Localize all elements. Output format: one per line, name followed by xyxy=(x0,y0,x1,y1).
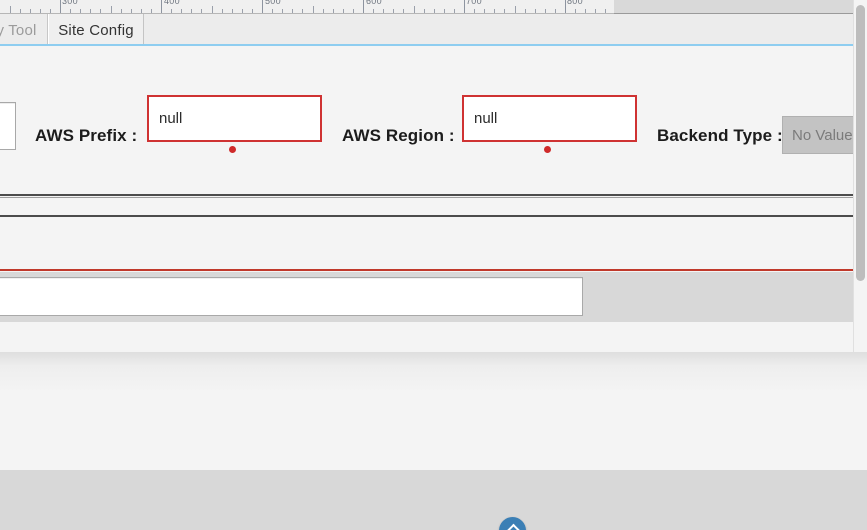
ruler-tick-minor xyxy=(50,9,51,13)
ruler-tick-major xyxy=(262,0,263,13)
ruler-tick-minor xyxy=(323,9,324,13)
vertical-scrollbar-thumb[interactable] xyxy=(856,5,865,281)
backend-type-label: Backend Type : xyxy=(657,126,783,145)
ruler-tick-minor xyxy=(20,9,21,13)
ruler-tick-minor xyxy=(191,9,192,13)
ruler-tick-minor xyxy=(424,9,425,13)
page-backdrop-lower xyxy=(0,470,867,530)
ruler-tick-minor xyxy=(232,9,233,13)
ruler-tick-minor xyxy=(444,9,445,13)
ruler-tick-major xyxy=(60,0,61,13)
tab-site-config[interactable]: Site Config xyxy=(48,14,144,46)
horizontal-ruler: 300 400 500 600 700 800 xyxy=(0,0,614,14)
ruler-tick-minor xyxy=(121,9,122,13)
ruler-tick-minor xyxy=(80,9,81,13)
ruler-tick-minor xyxy=(272,9,273,13)
ruler-tick-minor xyxy=(302,9,303,13)
ruler-tick-minor xyxy=(30,9,31,13)
tab-y-tool[interactable]: y Tool xyxy=(0,14,48,46)
ruler-tick-minor xyxy=(545,9,546,13)
ruler-inactive-area xyxy=(614,0,867,14)
form-row: AWS Prefix : null AWS Region : null Back… xyxy=(0,46,867,195)
ruler-tick-minor xyxy=(484,9,485,13)
ruler-tick-minor xyxy=(474,9,475,13)
ruler-tick-minor xyxy=(595,9,596,13)
ruler-tick-minor xyxy=(585,9,586,13)
ruler-tick-minor xyxy=(252,9,253,13)
ruler-tick-minor xyxy=(575,9,576,13)
ruler-tick-minor xyxy=(373,9,374,13)
ruler-tick-minor xyxy=(242,9,243,13)
ruler-tick-minor xyxy=(111,6,112,13)
ruler-tick-minor xyxy=(151,9,152,13)
section-separator-1 xyxy=(0,194,867,196)
ruler-tick-major xyxy=(464,0,465,13)
ruler-tick-minor xyxy=(343,9,344,13)
ruler-tick-major xyxy=(565,0,566,13)
aws-prefix-error-dot xyxy=(229,146,236,153)
ruler-tick-minor xyxy=(222,9,223,13)
scroll-to-top-button[interactable] xyxy=(499,517,526,530)
ruler-tick-minor xyxy=(555,9,556,13)
ruler-tick-minor xyxy=(494,9,495,13)
ruler-tick-minor xyxy=(353,9,354,13)
ruler-tick-major xyxy=(363,0,364,13)
ruler-tick-minor xyxy=(171,9,172,13)
ruler-tick-minor xyxy=(535,9,536,13)
ruler-tick-minor xyxy=(383,9,384,13)
ruler-tick-minor xyxy=(292,9,293,13)
ruler-tick-minor xyxy=(333,9,334,13)
aws-prefix-input[interactable]: null xyxy=(147,95,322,142)
ruler-tick-minor xyxy=(201,9,202,13)
ruler-tick-minor xyxy=(454,9,455,13)
chevron-up-icon xyxy=(505,523,522,530)
ruler-tick-minor xyxy=(403,9,404,13)
ruler-tick-minor xyxy=(70,9,71,13)
clipped-left-input[interactable] xyxy=(0,102,16,150)
aws-prefix-label: AWS Prefix : xyxy=(35,126,138,145)
ruler-tick-minor xyxy=(515,6,516,13)
ruler-tick-major xyxy=(161,0,162,13)
ruler-tick-minor xyxy=(10,6,11,13)
ruler-label: 700 xyxy=(466,0,482,6)
ruler-label: 600 xyxy=(366,0,382,6)
ruler-label: 400 xyxy=(164,0,180,6)
ruler-label: 300 xyxy=(62,0,78,6)
dialog-panel: AWS Prefix : null AWS Region : null Back… xyxy=(0,46,867,352)
ruler-tick-minor xyxy=(393,9,394,13)
ruler-tick-minor xyxy=(282,9,283,13)
section-separator-2 xyxy=(0,215,867,217)
tab-bar-underline xyxy=(0,44,867,46)
ruler-tick-minor xyxy=(181,9,182,13)
aws-region-input[interactable]: null xyxy=(462,95,637,142)
vertical-scrollbar[interactable] xyxy=(853,0,867,352)
aws-region-label: AWS Region : xyxy=(342,126,455,145)
error-rule xyxy=(0,269,867,271)
ruler-tick-minor xyxy=(90,9,91,13)
ruler-tick-minor xyxy=(504,9,505,13)
aws-region-error-dot xyxy=(544,146,551,153)
section-separator-1b xyxy=(0,197,867,198)
ruler-tick-minor xyxy=(605,9,606,13)
ruler-tick-minor xyxy=(100,9,101,13)
ruler-tick-minor xyxy=(434,9,435,13)
backend-type-select: No Value xyxy=(782,116,867,154)
ruler-label: 800 xyxy=(567,0,583,6)
ruler-tick-minor xyxy=(313,6,314,13)
wide-text-input[interactable] xyxy=(0,277,583,316)
ruler-tick-minor xyxy=(141,9,142,13)
ruler-tick-minor xyxy=(40,9,41,13)
ruler-tick-minor xyxy=(131,9,132,13)
ruler-tick-minor xyxy=(212,6,213,13)
tab-bar-filler xyxy=(145,14,867,46)
ruler-tick-minor xyxy=(525,9,526,13)
ruler-tick-minor xyxy=(414,6,415,13)
ruler-label: 500 xyxy=(265,0,281,6)
